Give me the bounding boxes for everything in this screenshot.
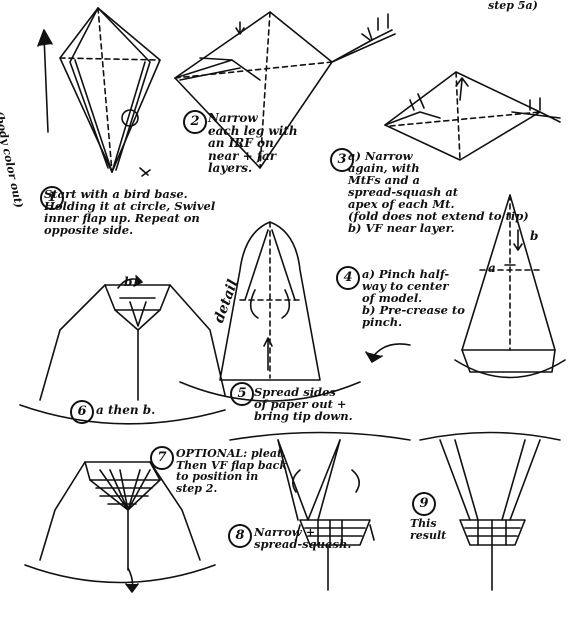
label-a-step4: a	[488, 262, 496, 275]
step6-number: 6	[70, 400, 94, 424]
step5-number: 5	[230, 382, 254, 406]
step4-number: 4	[336, 266, 360, 290]
step7-text: OPTIONAL: pleat. Then VF flap back to po…	[176, 448, 287, 494]
step2-number: 2	[183, 110, 207, 134]
step8-text: Narrow + spread-squash.	[254, 526, 351, 550]
step1-text: Start with a bird base. Holding it at ci…	[44, 188, 215, 236]
step7-number: 7	[150, 446, 174, 470]
step1-figure	[38, 8, 160, 176]
step5-text: Spread sides of paper out + bring tip do…	[254, 386, 353, 422]
step9-text: This result	[410, 518, 446, 541]
label-b-step6: b	[124, 276, 132, 289]
step9-number: 9	[412, 492, 436, 516]
step3-text: a) Narrow again, with MtFs and a spread-…	[348, 150, 529, 234]
step8-number: 8	[228, 524, 252, 548]
step6-text: a then b.	[96, 404, 155, 417]
header-fragment: step 5a)	[488, 0, 538, 12]
step3-figure	[385, 72, 560, 160]
step9-figure	[420, 433, 560, 591]
label-b-step4: b	[530, 230, 538, 243]
step2-text: Narrow each leg with an IRF on near + fa…	[208, 112, 298, 175]
step5-figure	[180, 222, 360, 401]
step4-text: a) Pinch half- way to center of model. b…	[362, 268, 465, 328]
step6-figure	[20, 276, 225, 424]
